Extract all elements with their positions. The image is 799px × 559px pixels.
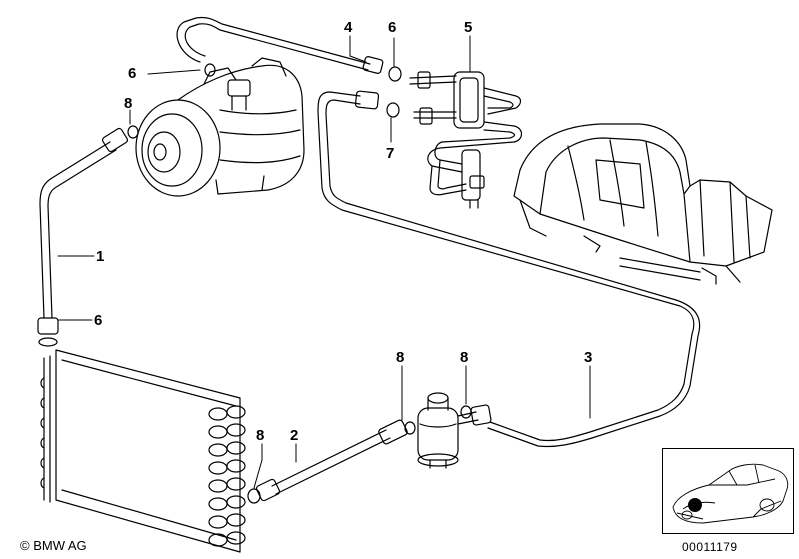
pipe-4 <box>176 16 384 74</box>
callout-4: 4 <box>344 19 353 36</box>
pipe-3 <box>317 90 701 448</box>
callout-8-dryer-right: 8 <box>460 349 468 366</box>
callout-8-compressor: 8 <box>124 95 132 112</box>
callout-8-bottom: 8 <box>256 427 264 444</box>
callout-8-dryer-left: 8 <box>396 349 404 366</box>
o-rings <box>38 63 472 504</box>
evaporator-housing <box>513 123 773 285</box>
callout-1: 1 <box>96 248 104 265</box>
callout-5: 5 <box>464 19 472 36</box>
pipe-2 <box>255 419 408 502</box>
document-number: 00011179 <box>682 540 738 554</box>
vehicle-location-inset <box>662 448 794 534</box>
callout-2: 2 <box>290 427 298 444</box>
location-marker <box>688 498 702 512</box>
pipe-1 <box>37 127 129 335</box>
callout-6-top-left: 6 <box>128 65 136 82</box>
callout-6-condenser: 6 <box>94 312 102 329</box>
callout-labels: 4 6 5 6 8 7 1 6 8 8 3 8 2 <box>94 19 592 444</box>
receiver-dryer <box>417 392 492 469</box>
condenser-coils <box>208 405 246 547</box>
copyright-text: © BMW AG <box>20 538 87 553</box>
callout-7: 7 <box>386 145 394 162</box>
compressor <box>135 57 305 197</box>
callout-3: 3 <box>584 349 592 366</box>
leader-lines <box>57 35 591 489</box>
condenser <box>40 349 246 553</box>
expansion-valve <box>409 71 523 209</box>
car-outline-icon <box>672 463 789 524</box>
callout-6-top: 6 <box>388 19 396 36</box>
